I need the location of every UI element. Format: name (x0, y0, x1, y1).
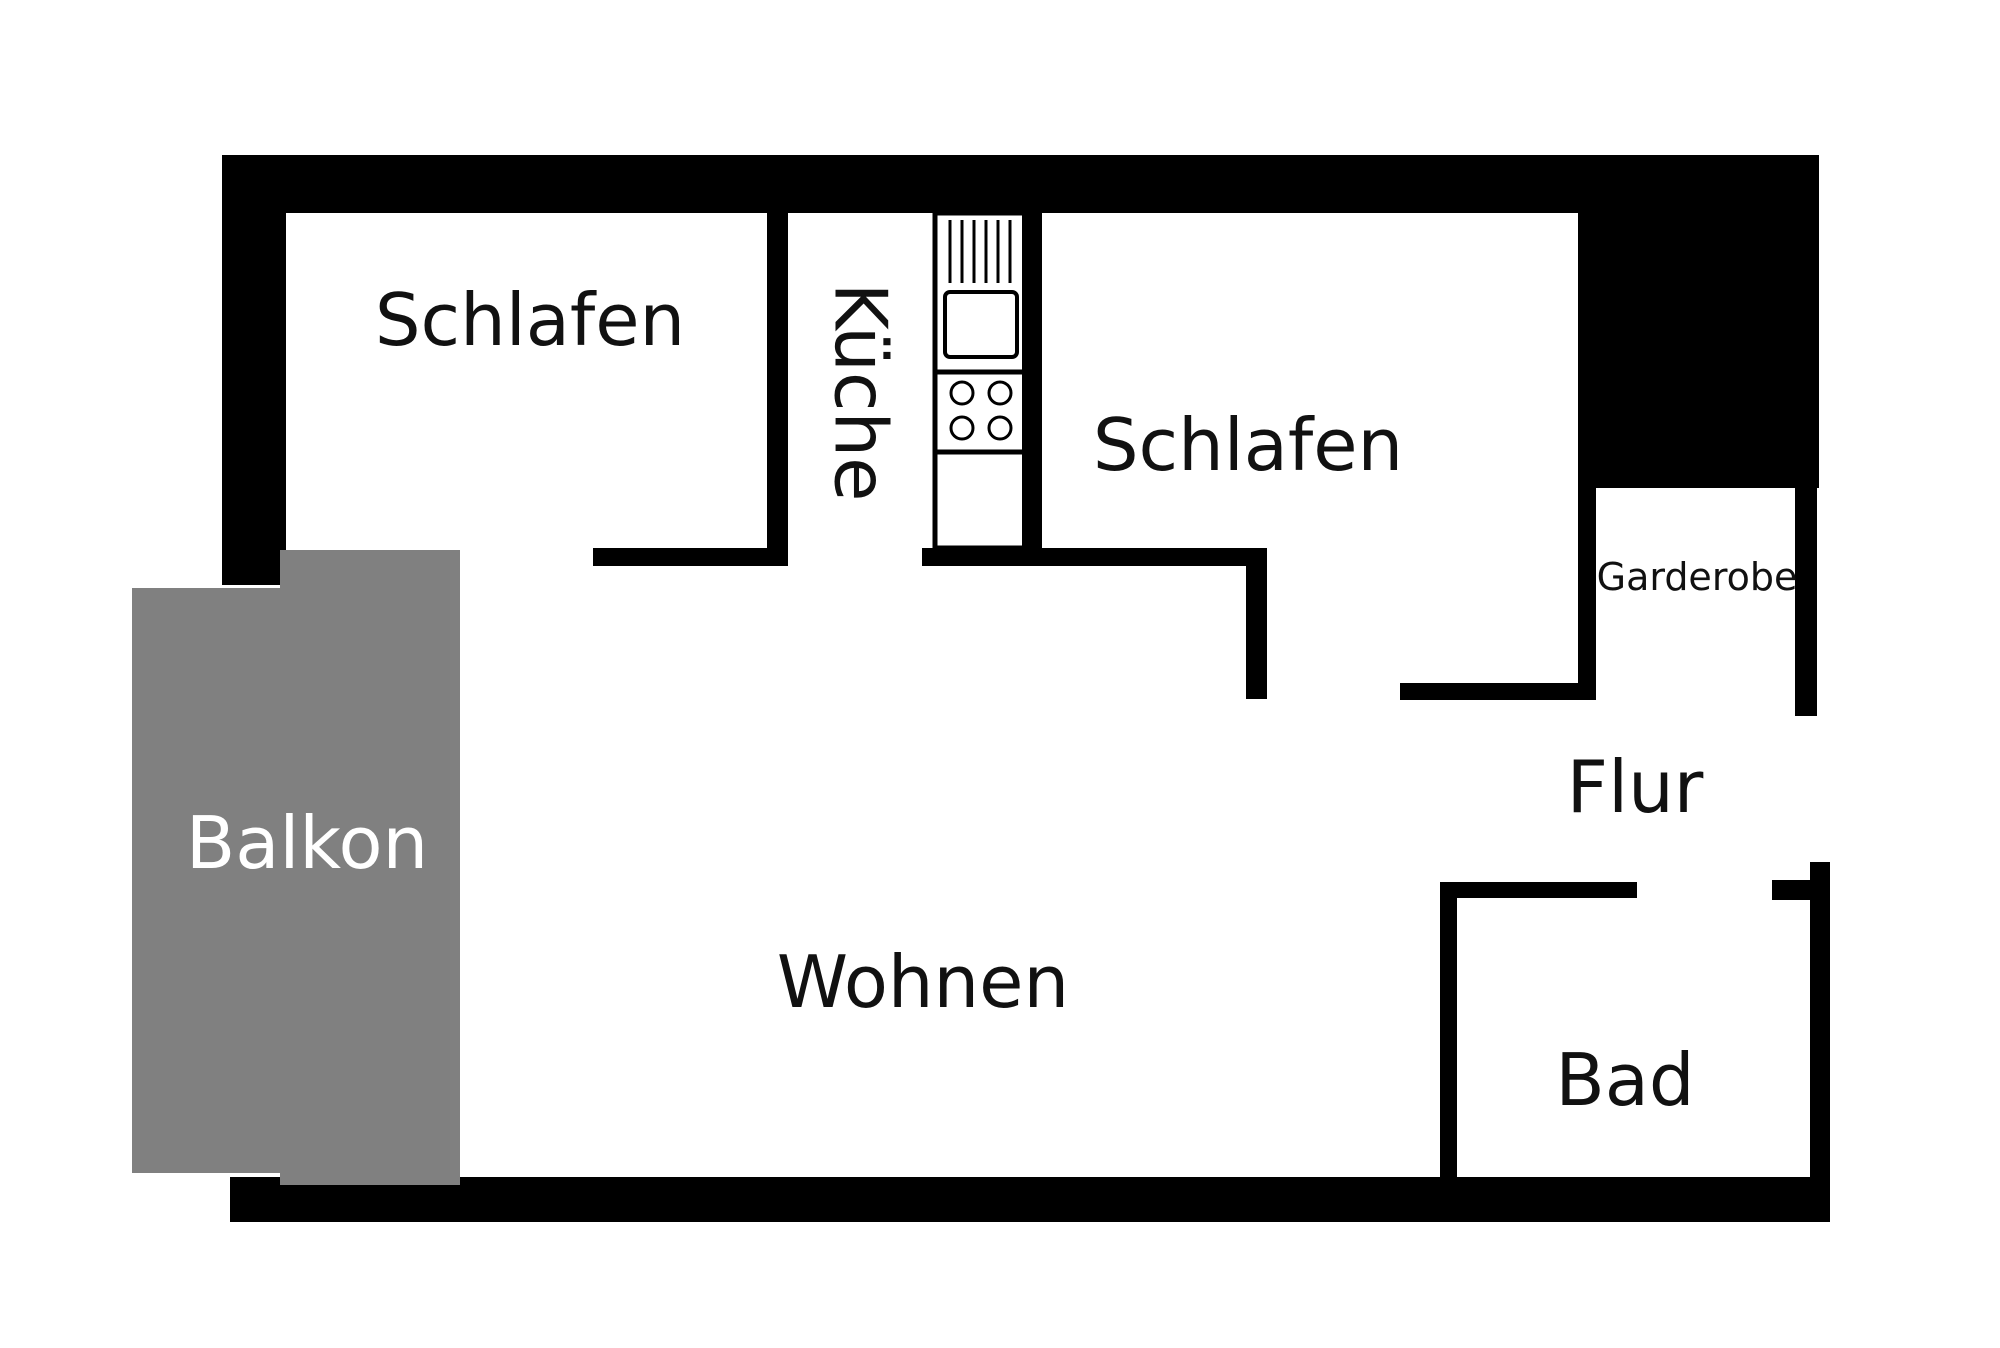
wall-bottom (230, 1177, 1830, 1222)
corner-block (1578, 155, 1819, 488)
counter-outline (932, 210, 1033, 551)
wall-top (222, 155, 1819, 213)
wall-bad-top (1440, 882, 1637, 898)
wall-schlafen-right-bottom (1400, 683, 1595, 700)
room-label-flur: Flur (1567, 745, 1704, 829)
room-label-schlafen-left: Schlafen (375, 278, 685, 362)
balcony-area-extension (132, 588, 282, 1173)
room-label-balkon: Balkon (186, 801, 428, 885)
room-labels: Schlafen Küche Schlafen Garderobe Balkon… (186, 278, 1798, 1122)
sink-icon (943, 220, 1019, 359)
wall-kitchen-bottom (922, 548, 1267, 566)
wall-right-lower (1810, 862, 1830, 1222)
room-label-kueche: Küche (818, 283, 902, 502)
wall-right-notch (1772, 880, 1830, 900)
wall-bad-left (1440, 882, 1457, 1182)
wall-garderobe-left (1578, 455, 1596, 700)
interior-walls (593, 210, 1637, 1182)
wall-right-upper (1795, 488, 1817, 716)
outer-walls (222, 155, 1830, 1222)
wall-left (222, 155, 286, 585)
wall-schlafen-left-right (767, 210, 788, 565)
kitchen-counter (932, 210, 1042, 551)
room-label-wohnen: Wohnen (777, 940, 1069, 1024)
counter-back-edge (1022, 213, 1042, 548)
stove-icon (949, 380, 1013, 441)
wall-schlafen-right-divider (1246, 548, 1267, 699)
room-label-bad: Bad (1555, 1038, 1694, 1122)
room-label-garderobe: Garderobe (1597, 555, 1798, 599)
room-label-schlafen-right: Schlafen (1093, 403, 1403, 487)
wall-schlafen-left-bottom (593, 548, 788, 566)
balcony-area-main (280, 550, 460, 1185)
balcony (132, 550, 460, 1185)
